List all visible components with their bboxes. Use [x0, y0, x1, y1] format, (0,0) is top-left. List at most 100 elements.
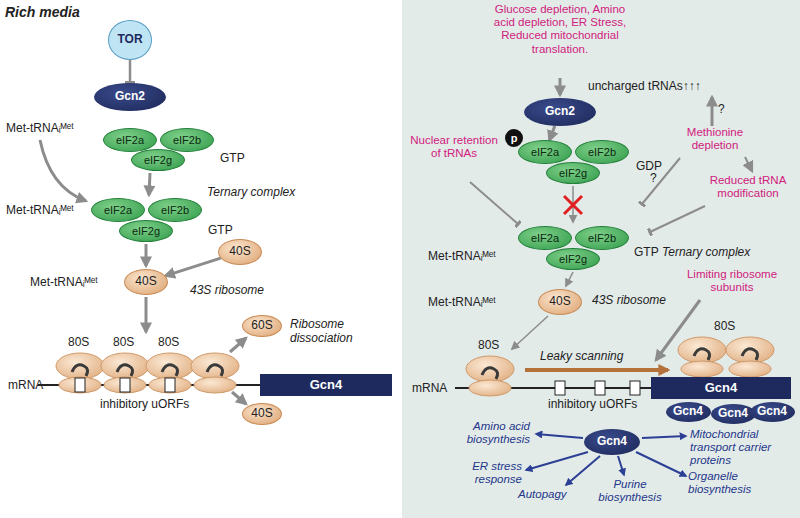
complex-label: Ternary complex [207, 186, 295, 200]
ribosome-subunit: 40S [242, 403, 282, 425]
node-text: 40S [229, 245, 250, 258]
red-cross [564, 196, 582, 214]
eif2-subunit: eIF2g [119, 220, 173, 242]
node-text: Gcn2 [115, 90, 145, 103]
gcn4-protein: Gcn4 [666, 402, 711, 422]
stress-label: Limiting ribosome subunits [682, 268, 782, 294]
ribosome-label: 80S [478, 339, 499, 353]
ribosome-label: 80S [158, 336, 179, 350]
complex-label: Ternary complex [662, 246, 750, 260]
uorf-label: inhibitory uORFs [548, 398, 637, 412]
node-text: Gcn2 [545, 105, 575, 118]
gtp-label: GTP [220, 152, 245, 166]
trna-label: uncharged tRNAs↑↑↑ [588, 80, 701, 94]
connector [165, 258, 220, 276]
kinase-ellipse: Gcn2 [94, 83, 166, 111]
eif2-subunit: eIF2b [148, 198, 202, 222]
gcn4-protein: Gcn4 [711, 404, 756, 424]
ribosome-subunit: 60S [242, 315, 282, 337]
trna-label: Met-tRNAᵢᴹᵉᵗ [428, 250, 496, 264]
node-text: eIF2b [173, 134, 201, 146]
gtp-label: GTP [208, 224, 233, 238]
mrna-label: mRNA [412, 382, 447, 396]
ribosome-subunit: 40S [218, 239, 262, 265]
ribosome-label: 80S [113, 336, 134, 350]
ribosome-subunit: 40S [538, 289, 582, 315]
eif2-subunit: eIF2b [575, 226, 629, 250]
node-text: 40S [251, 407, 272, 420]
node-text: Gcn4 [757, 405, 787, 418]
eif2-subunit: eIF2a [518, 140, 572, 164]
eif2-subunit: eIF2g [546, 248, 600, 270]
target-label: Mitochondrial transport carrier proteins [690, 428, 798, 468]
node-text: Gcn4 [718, 407, 748, 420]
node-text: eIF2g [132, 225, 160, 237]
node-text: eIF2a [531, 232, 559, 244]
right-arrows [470, 78, 752, 360]
connector [129, 60, 132, 83]
eif2-subunit: eIF2a [103, 128, 157, 152]
node-text: eIF2a [116, 134, 144, 146]
eif2-subunit: eIF2a [91, 198, 145, 222]
node-text: eIF2b [588, 146, 616, 158]
question-mark: ? [650, 172, 657, 186]
node-text: 40S [135, 275, 156, 288]
ribosome-subunit: 40S [124, 269, 168, 295]
stress-label: Methionine depletion [675, 126, 755, 152]
eif2-subunit: eIF2b [160, 128, 214, 152]
left-mrna [38, 353, 260, 393]
ribosome-label: 80S [714, 320, 735, 334]
mrna-label: mRNA [8, 379, 43, 393]
gcn4-orf-bar: Gcn4 [651, 377, 791, 399]
stress-label: Reduced tRNA modification [700, 174, 796, 200]
eif2-subunit: eIF2g [546, 162, 600, 184]
eif2-subunit: eIF2a [518, 226, 572, 250]
uorf-label: inhibitory uORFs [100, 398, 189, 412]
node-text: Gcn4 [705, 381, 738, 395]
panel-title: Rich media [5, 4, 80, 20]
target-label: Autopagy [518, 488, 567, 501]
trna-label: Met-tRNAᵢᴹᵉᵗ [6, 122, 74, 136]
target-label: Purine biosynthesis [590, 478, 670, 504]
connector [549, 126, 554, 140]
node-text: 40S [549, 295, 570, 308]
gcn4-target-arrows [526, 434, 686, 485]
process-label: Ribosome dissociation [290, 318, 390, 346]
trna-label: Met-tRNAᵢᴹᵉᵗ [428, 296, 496, 310]
node-text: 60S [251, 319, 272, 332]
left-arrows [40, 140, 246, 404]
node-text: Gcn4 [673, 405, 703, 418]
target-label: Organelle biosynthesis [688, 470, 788, 496]
gdp-label: GDP [636, 160, 662, 174]
complex-label: 43S ribosome [190, 284, 264, 298]
ribosome-label: 80S [68, 336, 89, 350]
node-text: eIF2a [104, 204, 132, 216]
gtp-label: GTP [634, 246, 659, 260]
gcn4-protein: Gcn4 [584, 429, 640, 455]
question-mark: ? [718, 103, 725, 117]
stress-label: Nuclear retention of tRNAs [408, 134, 500, 160]
target-label: ER stress response [440, 460, 522, 486]
stress-label: Glucose depletion, Amino acid depletion,… [485, 3, 635, 56]
gcn4-protein: Gcn4 [750, 402, 795, 422]
node-text: eIF2g [559, 167, 587, 179]
right-panel [402, 0, 800, 518]
node-text: eIF2a [531, 146, 559, 158]
eif2-subunit: eIF2b [575, 140, 629, 164]
node-text: eIF2g [559, 253, 587, 265]
trna-label: Met-tRNAᵢᴹᵉᵗ [30, 276, 98, 290]
target-label: Amino acid biosynthesis [420, 420, 530, 446]
phosphate-dot: p [505, 129, 523, 147]
right-mrna [455, 337, 774, 396]
trna-label: Met-tRNAᵢᴹᵉᵗ [6, 204, 74, 218]
kinase-ellipse: Gcn2 [524, 98, 596, 126]
kinase-regulator: TOR [108, 20, 152, 60]
gcn4-orf-bar: Gcn4 [260, 374, 392, 396]
complex-label: 43S ribosome [592, 294, 666, 308]
node-text: eIF2b [161, 204, 189, 216]
process-label: Leaky scanning [540, 350, 623, 364]
node-text: eIF2g [144, 154, 172, 166]
node-text: Gcn4 [597, 435, 627, 448]
node-text: p [511, 132, 518, 144]
eif2-subunit: eIF2g [131, 149, 185, 171]
